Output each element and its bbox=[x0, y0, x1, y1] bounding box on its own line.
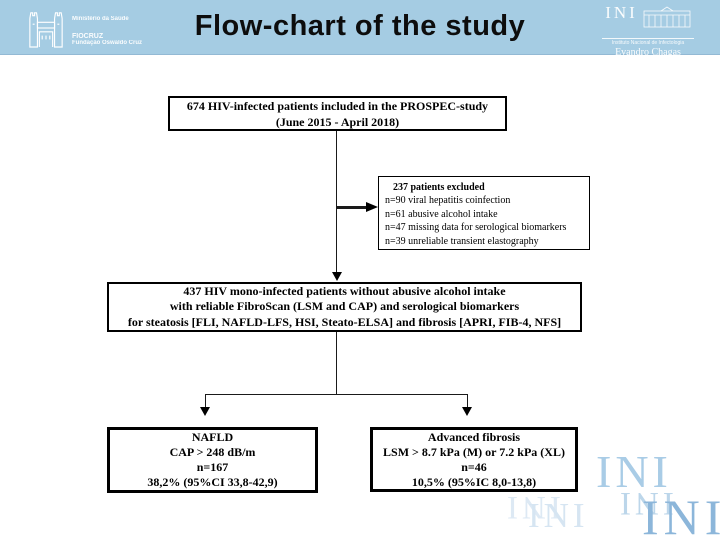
arrow-down-icon bbox=[332, 272, 342, 281]
ini-person-label: Evandro Chagas bbox=[615, 47, 681, 58]
ini-watermark: INI bbox=[528, 496, 589, 535]
fibrosis-line-4: 10,5% (95%IC 8,0-13,8) bbox=[411, 474, 537, 489]
fiocruz-logo: Ministério da Saúde FIOCRUZ Fundação Osw… bbox=[27, 7, 142, 54]
mono-line-2: with reliable FibroScan (LSM and CAP) an… bbox=[169, 299, 520, 314]
fiocruz-name-label: FIOCRUZ bbox=[72, 32, 104, 40]
flowchart-box-advanced-fibrosis: Advanced fibrosis LSM > 8.7 kPa (M) or 7… bbox=[370, 427, 578, 492]
ini-acronym-label: INI bbox=[605, 3, 638, 22]
nafld-line-3: n=167 bbox=[196, 460, 229, 474]
connector-left-drop bbox=[205, 394, 206, 407]
ini-watermark: INI bbox=[642, 489, 720, 540]
excluded-item: n=90 viral hepatitis coinfection bbox=[385, 195, 511, 207]
connector-top-stem bbox=[336, 131, 337, 272]
flowchart-box-nafld: NAFLD CAP > 248 dB/m n=167 38,2% (95%CI … bbox=[107, 427, 318, 493]
ini-building-icon bbox=[643, 5, 691, 36]
fiocruz-logo-text: Ministério da Saúde FIOCRUZ Fundação Osw… bbox=[72, 16, 142, 46]
fibrosis-line-3: n=46 bbox=[461, 459, 487, 474]
nafld-line-1: NAFLD bbox=[191, 430, 234, 444]
fibrosis-line-2: LSM > 8.7 kPa (M) or 7.2 kPa (XL) bbox=[383, 444, 565, 459]
ini-logo-divider bbox=[602, 38, 694, 39]
excluded-item: n=61 abusive alcohol intake bbox=[385, 208, 498, 220]
nafld-line-2: CAP > 248 dB/m bbox=[169, 445, 256, 459]
fiocruz-castle-icon bbox=[27, 7, 65, 54]
header-band: Ministério da Saúde FIOCRUZ Fundação Osw… bbox=[0, 0, 720, 58]
fibrosis-line-1: Advanced fibrosis bbox=[427, 429, 521, 444]
connector-excluded-branch bbox=[337, 206, 367, 209]
connector-right-drop bbox=[467, 394, 468, 407]
mono-line-3: for steatosis [FLI, NAFLD-LFS, HSI, Stea… bbox=[127, 314, 562, 329]
excluded-title: 237 patients excluded bbox=[393, 182, 485, 193]
ini-logo: INI Instit bbox=[594, 3, 702, 58]
mono-line-1: 437 HIV mono-infected patients without a… bbox=[183, 283, 506, 298]
excluded-item: n=47 missing data for serological biomar… bbox=[385, 222, 567, 234]
arrow-right-icon bbox=[366, 202, 378, 212]
flowchart-box-mono-infected: 437 HIV mono-infected patients without a… bbox=[107, 282, 582, 332]
ini-institute-label: Instituto Nacional de Infectologia bbox=[611, 40, 685, 46]
included-line-2: (June 2015 - April 2018) bbox=[275, 114, 400, 129]
page-title: Flow-chart of the study bbox=[194, 10, 526, 42]
flowchart-box-included-patients: 674 HIV-infected patients included in th… bbox=[168, 96, 507, 131]
fiocruz-fullname-label: Fundação Oswaldo Cruz bbox=[72, 39, 143, 46]
nafld-line-4: 38,2% (95%CI 33,8-42,9) bbox=[147, 475, 278, 489]
arrow-down-icon bbox=[200, 407, 210, 416]
connector-mid-stem bbox=[336, 332, 337, 394]
flowchart-box-excluded-patients: 237 patients excluded n=90 viral hepatit… bbox=[378, 176, 590, 250]
included-line-1: 674 HIV-infected patients included in th… bbox=[186, 98, 489, 113]
connector-branch-bar bbox=[205, 394, 468, 395]
arrow-down-icon bbox=[462, 407, 472, 416]
ministry-label: Ministério da Saúde bbox=[72, 15, 129, 22]
excluded-item: n=39 unreliable transient elastography bbox=[385, 235, 539, 247]
ini-watermark: INI bbox=[596, 446, 672, 497]
